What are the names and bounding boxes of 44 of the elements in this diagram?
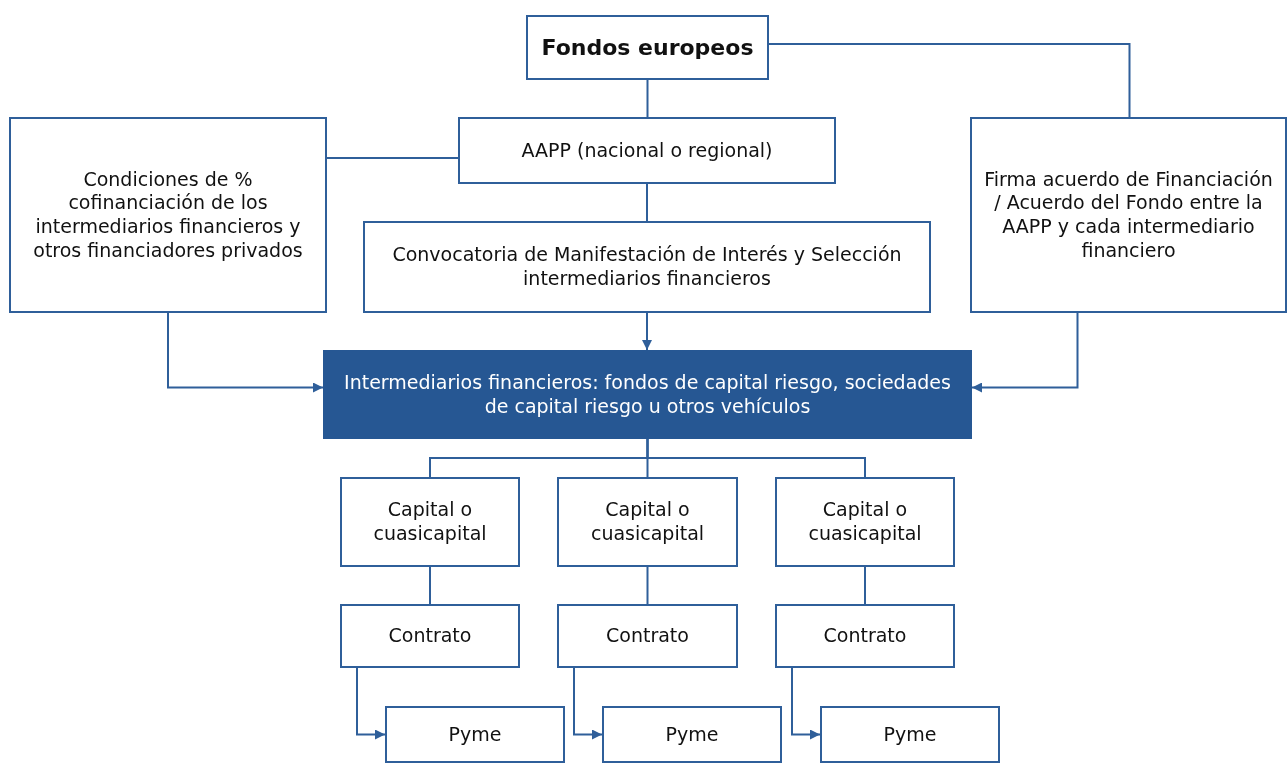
box-text: Capital o cuasicapital	[372, 498, 488, 546]
box-text: Condiciones de % cofinanciación de los intermediarios financieros y otros financiadores privados	[32, 167, 304, 263]
arrow	[356, 667, 386, 740]
process-box	[557, 477, 738, 567]
arrow	[167, 312, 324, 393]
process-box	[363, 221, 931, 313]
process-box	[602, 706, 782, 763]
arrow	[791, 667, 821, 740]
connector-line	[326, 157, 459, 159]
box-text: AAPP (nacional o regional)	[521, 138, 773, 163]
box-text: Firma acuerdo de Financiación / Acuerdo del Fondo entre la AAPP y cada intermediario financiero	[983, 167, 1274, 263]
arrow	[642, 312, 652, 351]
box-text: Capital o cuasicapital	[807, 498, 923, 546]
process-box	[340, 477, 520, 567]
process-box	[340, 604, 520, 668]
process-box	[820, 706, 1000, 763]
box-text: Fondos europeos	[541, 33, 754, 62]
process-box	[9, 117, 327, 313]
process-box	[385, 706, 565, 763]
box-text: Pyme	[883, 722, 937, 747]
arrow	[971, 312, 1079, 393]
box-text: Contrato	[823, 624, 907, 648]
box-text: Capital o cuasicapital	[589, 498, 706, 546]
process-box	[526, 15, 769, 80]
process-box	[775, 477, 955, 567]
connector-line	[429, 566, 431, 605]
process-box	[458, 117, 836, 184]
arrow	[573, 667, 603, 740]
box-text: Contrato	[388, 624, 472, 648]
connector-line	[646, 438, 866, 478]
process-box	[970, 117, 1287, 313]
box-text: Intermediarios financieros: fondos de capital riesgo, sociedades de capital riesgo u otros vehículos	[343, 370, 952, 419]
connector-line	[646, 566, 649, 605]
connector-line	[864, 566, 866, 605]
box-text: Convocatoria de Manifestación de Interés y Selección intermediarios financieros	[391, 243, 903, 291]
box-text: Pyme	[448, 722, 502, 747]
process-box	[557, 604, 738, 668]
connector-line	[646, 79, 649, 118]
process-box	[775, 604, 955, 668]
connector-line	[768, 43, 1131, 118]
box-text: Pyme	[665, 722, 719, 747]
process-box	[323, 350, 972, 439]
box-text: Contrato	[606, 624, 689, 648]
connector-line	[646, 183, 648, 222]
